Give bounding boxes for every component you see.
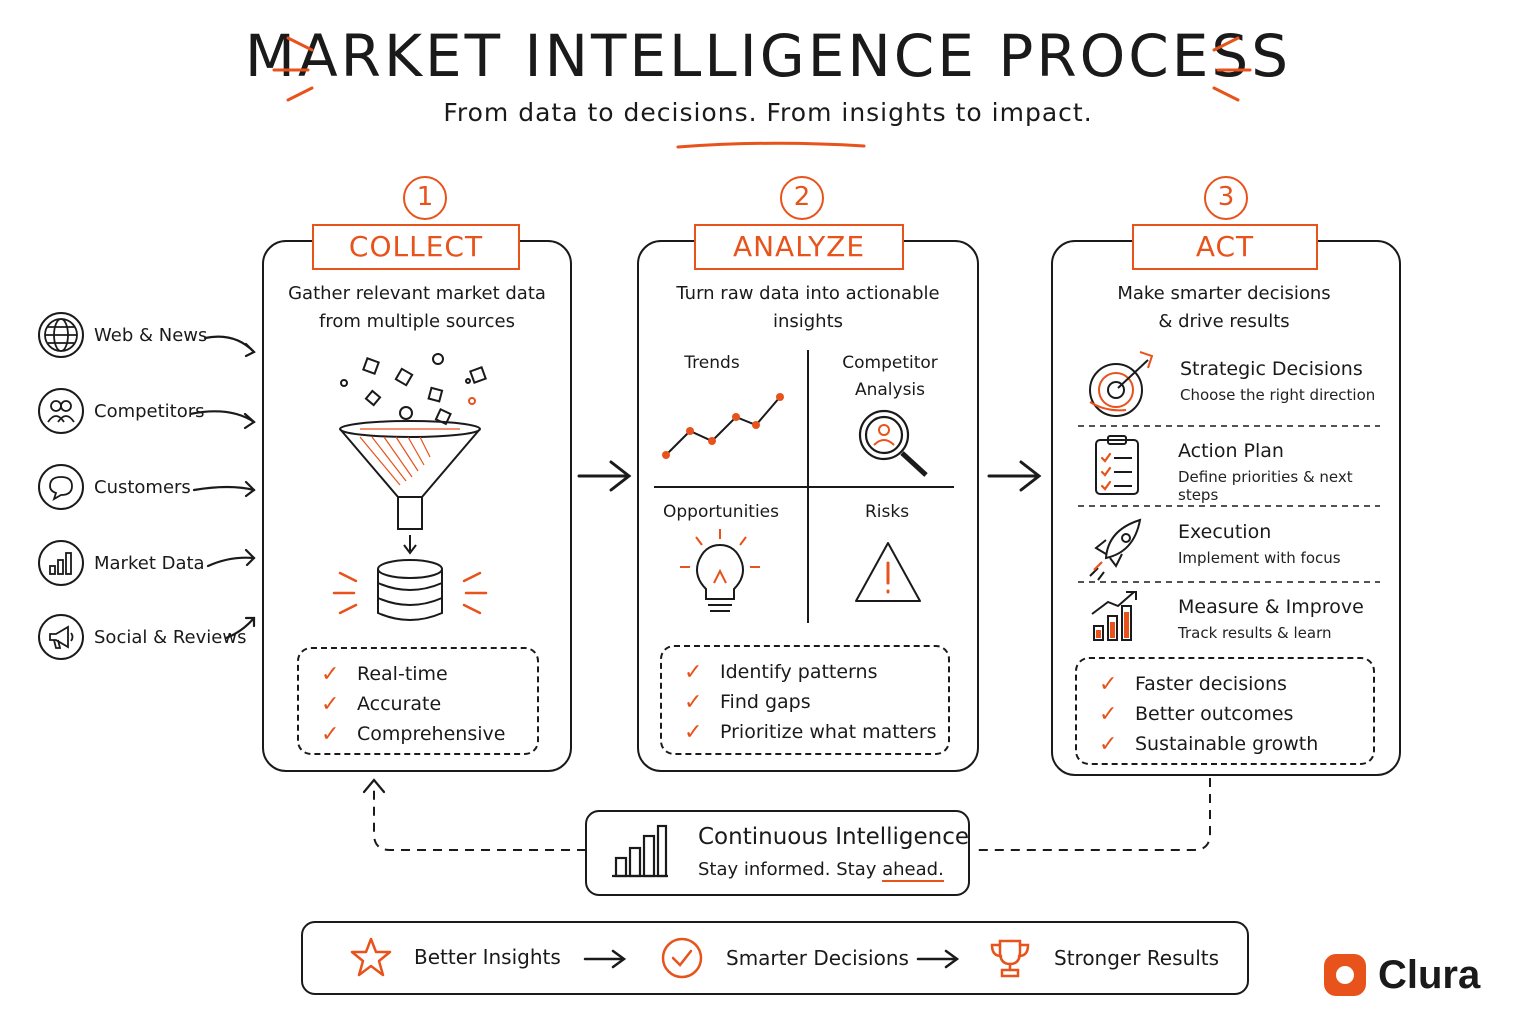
source-customers: Customers — [38, 464, 268, 510]
check-icon: ✓ — [1099, 671, 1118, 697]
source-label: Competitors — [94, 400, 205, 422]
arrow-right-icon — [583, 949, 627, 969]
check-item: ✓Faster decisions — [1099, 671, 1287, 697]
source-label: Social & Reviews — [94, 626, 247, 648]
collect-checklist: ✓Real-time ✓Accurate ✓Comprehensive — [297, 647, 539, 755]
analyze-checklist: ✓Identify patterns ✓Find gaps ✓Prioritiz… — [660, 645, 950, 755]
continuous-intelligence-box — [585, 810, 970, 896]
globe-icon — [38, 312, 84, 358]
source-label: Web & News — [94, 324, 208, 346]
loop-title: Continuous Intelligence — [698, 824, 970, 850]
arrow-right-icon — [916, 949, 960, 969]
collect-description: Gather relevant market data from multipl… — [288, 283, 546, 332]
quadrant-label-trends: Trends — [684, 353, 740, 373]
outcome-stronger-results: Stronger Results — [988, 936, 1219, 980]
source-competitors: Competitors — [38, 388, 268, 434]
bar-chart-icon — [38, 540, 84, 586]
check-item: ✓Sustainable growth — [1099, 731, 1319, 757]
check-item: ✓Better outcomes — [1099, 701, 1294, 727]
star-icon — [350, 937, 392, 977]
check-item: ✓Identify patterns — [684, 659, 878, 685]
source-market-data: Market Data — [38, 540, 268, 586]
trophy-icon — [990, 939, 1030, 978]
check-item: ✓Accurate — [321, 691, 442, 717]
clura-logo-icon — [1324, 954, 1366, 996]
check-item: ✓Prioritize what matters — [684, 719, 937, 745]
check-item: ✓Real-time — [321, 661, 448, 687]
analyze-description: Turn raw data into actionable insights — [676, 283, 940, 332]
outcome-smarter-decisions: Smarter Decisions — [660, 936, 909, 980]
bar-chart-icon — [612, 824, 668, 878]
act-item-measure-improve: Measure & Improve Track results & learn — [1178, 596, 1364, 642]
check-icon: ✓ — [321, 661, 340, 687]
step-number-2: 2 — [780, 176, 824, 220]
chat-bubble-icon — [38, 464, 84, 510]
funnel-database-icon — [332, 353, 488, 621]
page-subtitle: From data to decisions. From insights to… — [443, 98, 1093, 127]
check-icon: ✓ — [1099, 731, 1118, 757]
collect-banner: COLLECT — [312, 224, 520, 270]
act-banner: ACT — [1132, 224, 1318, 270]
page-title: MARKET INTELLIGENCE PROCESS — [244, 22, 1292, 90]
check-item: ✓Find gaps — [684, 689, 811, 715]
outcome-better-insights: Better Insights — [350, 936, 561, 978]
source-arrows — [190, 335, 256, 640]
step-number-1: 1 — [403, 176, 447, 220]
check-icon: ✓ — [321, 721, 340, 747]
act-panel — [1051, 240, 1401, 776]
check-circle-icon — [661, 937, 703, 979]
quadrant-label-competitor-analysis: Competitor Analysis — [842, 353, 938, 400]
act-checklist: ✓Faster decisions ✓Better outcomes ✓Sust… — [1075, 657, 1375, 765]
arrow-right-icon — [577, 460, 632, 492]
megaphone-icon — [38, 614, 84, 660]
collect-panel — [262, 240, 572, 772]
feedback-loop-dashed — [362, 778, 1211, 851]
analysis-quadrants — [654, 350, 954, 623]
check-icon: ✓ — [684, 689, 703, 715]
act-description: Make smarter decisions & drive results — [1117, 283, 1331, 332]
outcome-bar — [301, 921, 1249, 995]
brand-name: Clura — [1378, 952, 1481, 997]
act-items-graphics — [1078, 351, 1380, 641]
quadrant-label-risks: Risks — [864, 502, 910, 522]
source-social-reviews: Social & Reviews — [38, 614, 268, 660]
check-item: ✓Comprehensive — [321, 721, 506, 747]
source-label: Customers — [94, 476, 191, 498]
check-icon: ✓ — [321, 691, 340, 717]
step-number-3: 3 — [1204, 176, 1248, 220]
check-icon: ✓ — [684, 659, 703, 685]
quadrant-label-opportunities: Opportunities — [663, 502, 779, 522]
source-web-news: Web & News — [38, 312, 268, 358]
act-item-execution: Execution Implement with focus — [1178, 521, 1341, 567]
header-decorations — [272, 36, 1252, 149]
check-icon: ✓ — [1099, 701, 1118, 727]
act-item-strategic-decisions: Strategic Decisions Choose the right dir… — [1180, 358, 1376, 404]
check-icon: ✓ — [684, 719, 703, 745]
arrow-right-icon — [987, 460, 1042, 492]
analyze-banner: ANALYZE — [694, 224, 904, 270]
act-item-action-plan: Action Plan Define priorities & next ste… — [1178, 440, 1353, 504]
loop-subtitle: Stay informed. Stay ahead. — [698, 859, 944, 882]
brand-logo: Clura — [1322, 952, 1480, 998]
source-label: Market Data — [94, 552, 205, 574]
people-icon — [38, 388, 84, 434]
